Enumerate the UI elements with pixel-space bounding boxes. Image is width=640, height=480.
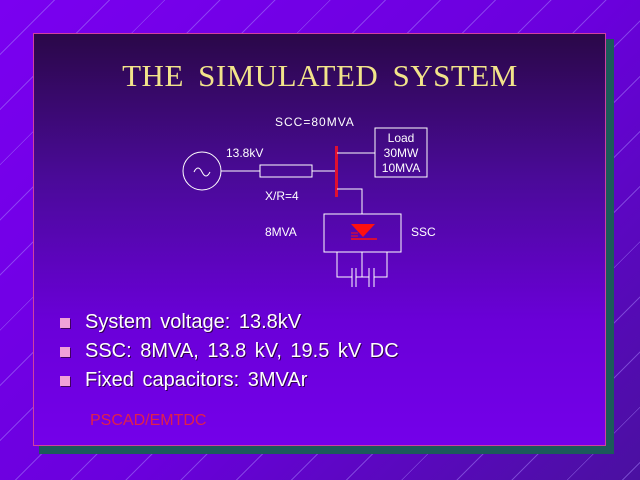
footer-note: PSCAD/EMTDC: [90, 412, 207, 429]
bullet-text: SSC: 8MVA, 13.8 kV, 19.5 kV DC: [85, 340, 399, 362]
bullet-item: System voltage: 13.8kV: [60, 308, 399, 337]
slide: [33, 33, 606, 446]
bullet-text: System voltage: 13.8kV: [85, 311, 302, 333]
bullet-item: SSC: 8MVA, 13.8 kV, 19.5 kV DC: [60, 337, 399, 366]
slide-title: THE SIMULATED SYSTEM: [122, 58, 518, 93]
thyristor-icon: [351, 224, 377, 240]
bullet-list: System voltage: 13.8kV SSC: 8MVA, 13.8 k…: [60, 308, 399, 395]
xr-label: X/R=4: [265, 189, 299, 203]
load-mw: 30MW: [384, 146, 419, 160]
ssc-rating-label: 8MVA: [265, 225, 297, 239]
load-mva: 10MVA: [382, 161, 420, 175]
capacitor-bank-icon: [336, 252, 388, 287]
bullet-square-icon: [60, 375, 70, 386]
ssc-line: [337, 188, 363, 214]
load-box: [374, 127, 428, 178]
bullet-item: Fixed capacitors: 3MVAr: [60, 366, 399, 395]
voltage-label: 13.8kV: [226, 146, 263, 160]
impedance-icon: [259, 164, 313, 178]
load-label: Load: [388, 131, 415, 145]
bullet-square-icon: [60, 317, 70, 328]
scc-label: SCC=80MVA: [275, 115, 355, 129]
ssc-label: SSC: [411, 225, 436, 239]
bullet-square-icon: [60, 346, 70, 357]
bus-bar: [335, 146, 338, 197]
ac-source-icon: [182, 151, 222, 191]
bullet-text: Fixed capacitors: 3MVAr: [85, 369, 308, 391]
